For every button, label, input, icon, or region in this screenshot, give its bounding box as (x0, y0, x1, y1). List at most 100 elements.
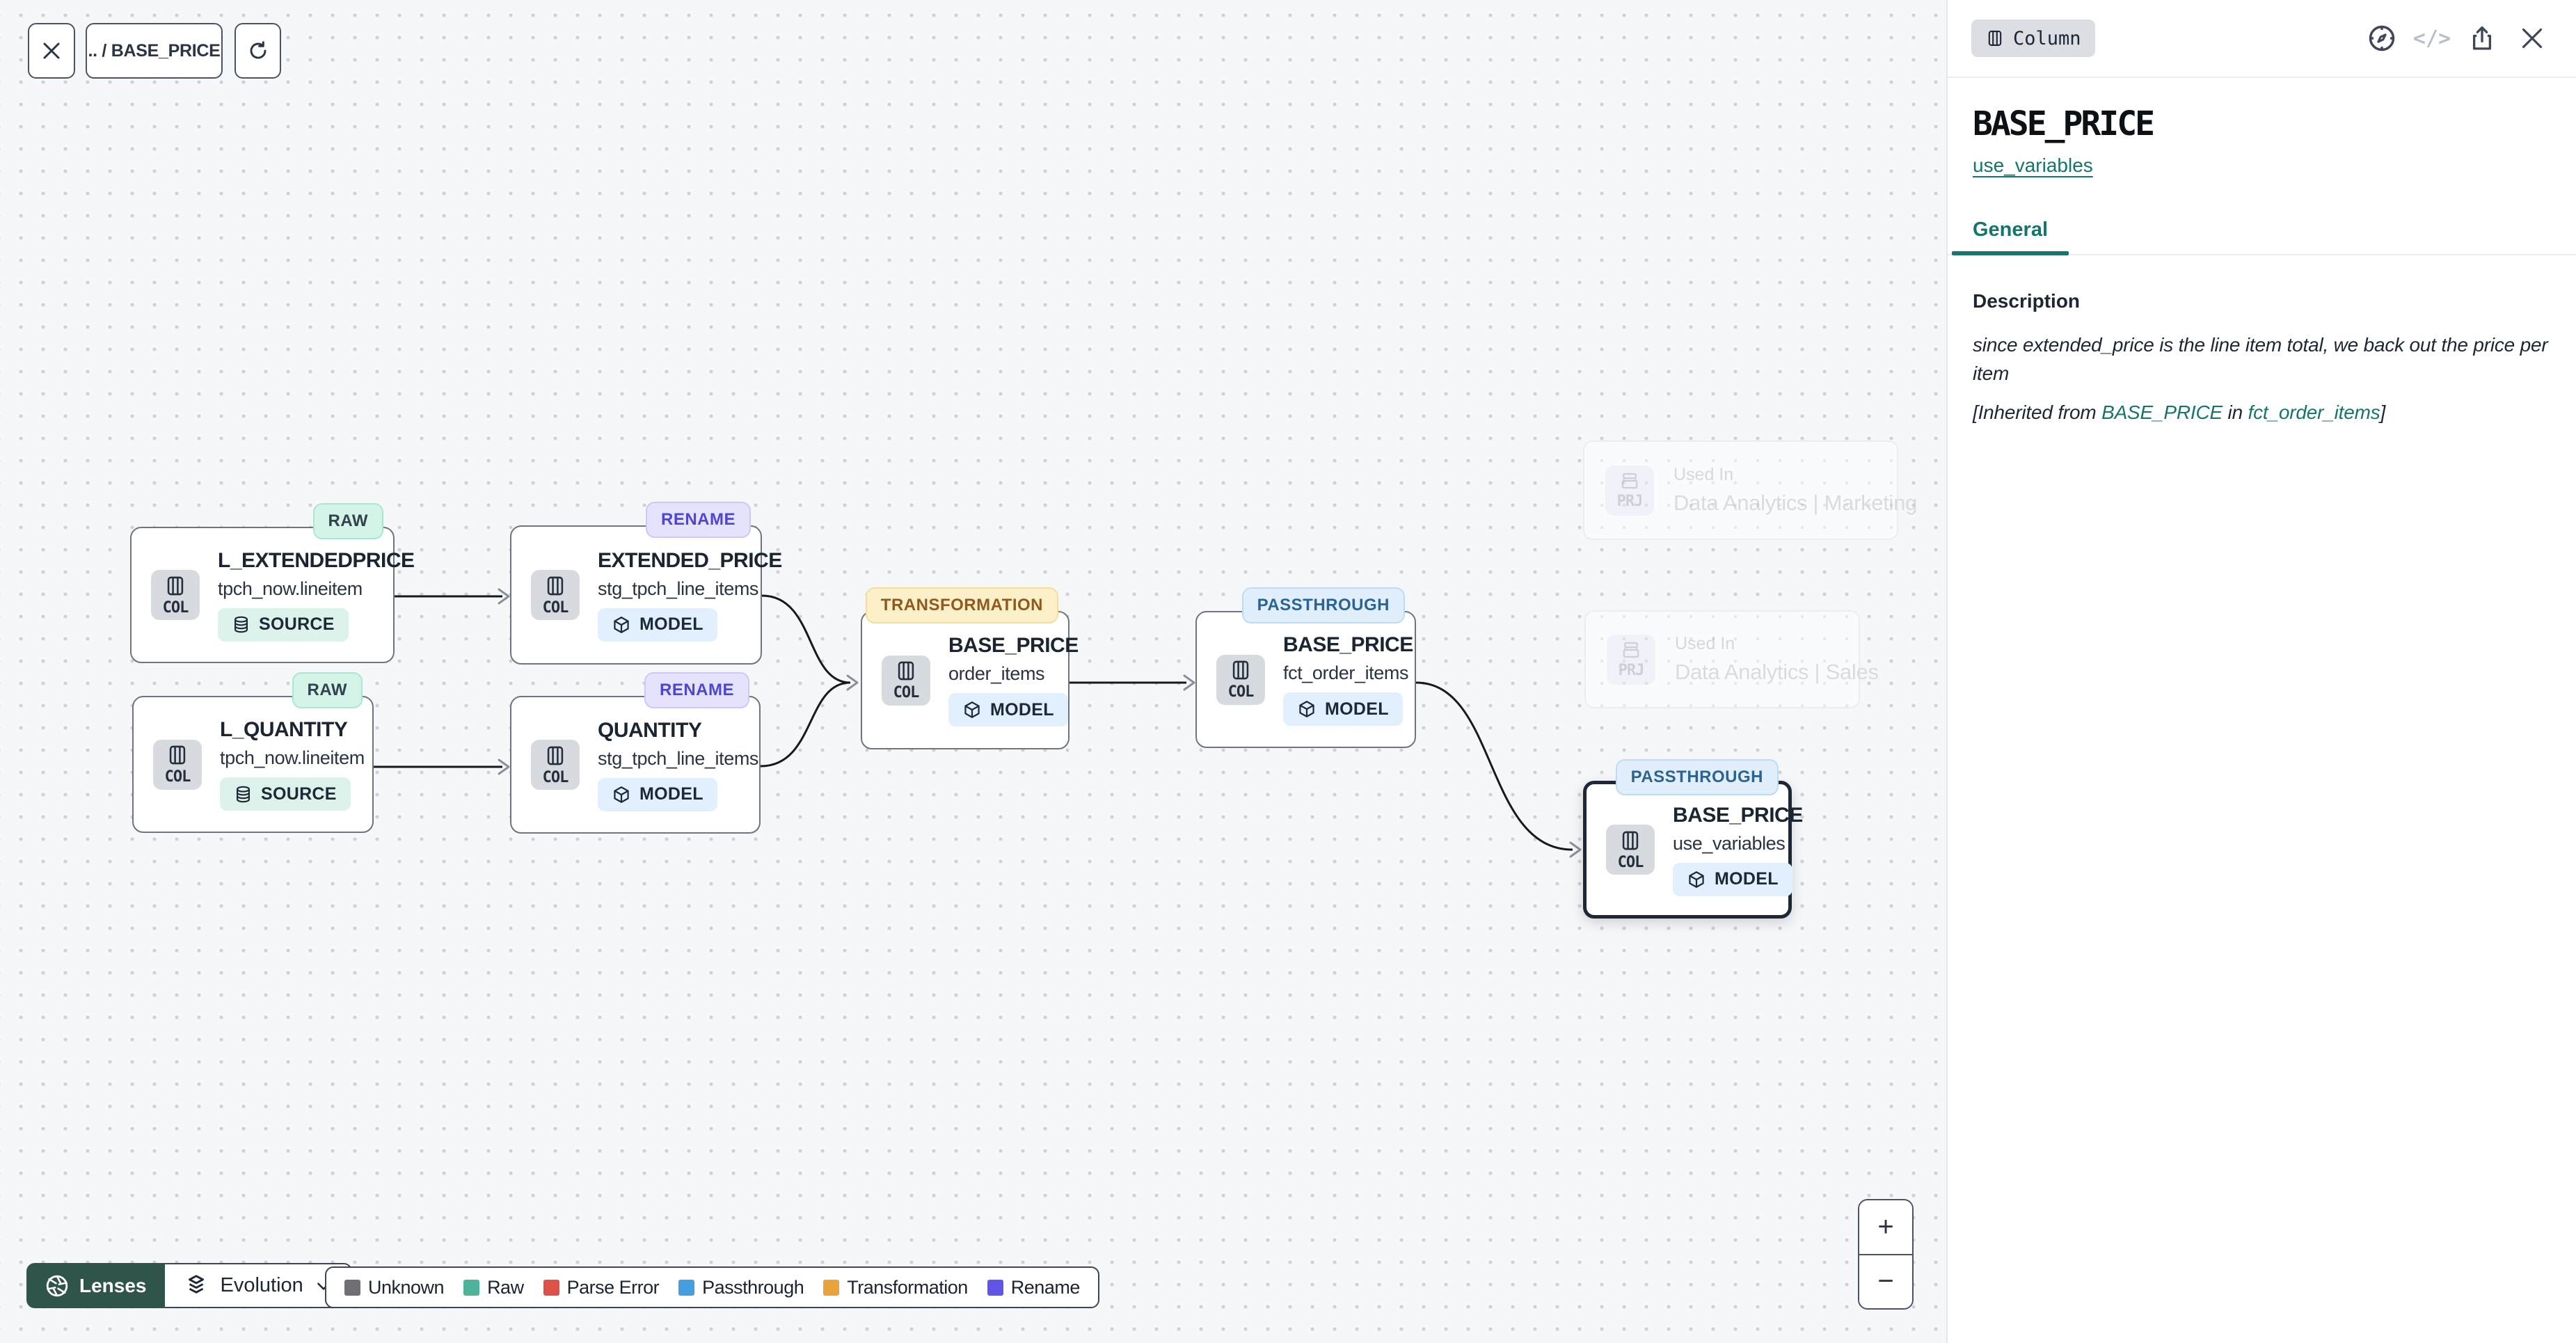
description-text: since extended_price is the line item to… (1973, 334, 2548, 384)
cube-icon (612, 615, 631, 635)
used-in-node[interactable]: PRJ Used In Data Analytics | Sales (1584, 610, 1879, 708)
legend-item-rename: Rename (987, 1277, 1080, 1298)
explore-button[interactable] (2366, 22, 2398, 54)
description-label: Description (1973, 290, 2081, 312)
entity-type-label: Column (2013, 27, 2081, 49)
layers-icon (188, 1274, 204, 1294)
inherited-column-link[interactable]: BASE_PRICE (2101, 402, 2223, 423)
edge-layer (374, 588, 1582, 858)
share-button[interactable] (2466, 22, 2498, 54)
column-icon (543, 744, 567, 768)
detail-panel: Column </> (1946, 0, 2576, 1343)
lineage-node-base_price-order_items[interactable]: TRANSFORMATION COL BASE_PRICE order_item… (861, 587, 1079, 749)
model-link[interactable]: use_variables (1973, 154, 2093, 176)
database-icon (234, 785, 253, 804)
aperture-icon (46, 1275, 68, 1296)
refresh-button[interactable] (234, 23, 281, 79)
used-in-label: Used In (1675, 634, 1735, 653)
node-subtitle: order_items (948, 663, 1045, 684)
close-graph-button[interactable] (28, 23, 75, 79)
project-chip: PRJ (1607, 634, 1655, 685)
node-kind-pill: MODEL (1283, 692, 1403, 726)
legend-swatch (344, 1279, 360, 1296)
legend-swatch (463, 1279, 480, 1296)
cube-icon (962, 700, 982, 720)
zoom-out-button[interactable]: − (1859, 1255, 1912, 1308)
lens-badge: RENAME (645, 502, 751, 538)
lineage-node-base_price-fct_order_items[interactable]: PASSTHROUGH COL BASE_PRICE fct_order_ite… (1195, 587, 1416, 748)
legend-item-unknown: Unknown (344, 1277, 445, 1298)
column-icon (1229, 658, 1253, 682)
node-title: L_QUANTITY (220, 718, 348, 741)
lineage-node-quantity-stg_tpch_line_items[interactable]: RENAME COL QUANTITY stg_tpch_line_items … (510, 672, 761, 834)
tab-general[interactable]: General (1952, 209, 2069, 255)
used-in-name: Data Analytics | Marketing (1673, 491, 1918, 515)
lens-badge: PASSTHROUGH (1241, 587, 1405, 623)
legend-item-parse-error: Parse Error (543, 1277, 660, 1298)
column-chip: COL (1606, 825, 1655, 875)
panel-header: Column </> (1948, 0, 2576, 78)
used-in-label: Used In (1673, 465, 1734, 484)
lenses-label: Lenses (79, 1274, 147, 1296)
lens-badge: TRANSFORMATION (865, 587, 1058, 623)
column-chip: COL (882, 655, 930, 706)
breadcrumb[interactable]: .. / BASE_PRICE (86, 23, 223, 79)
close-icon (2522, 28, 2543, 49)
used-in-name: Data Analytics | Sales (1675, 660, 1879, 684)
project-icon (1621, 639, 1641, 660)
node-kind-pill: MODEL (598, 607, 717, 642)
lineage-node-l_quantity-tpch_now.lineitem[interactable]: RAW COL L_QUANTITY tpch_now.lineitem SOU… (132, 672, 374, 833)
node-title: BASE_PRICE (1283, 633, 1413, 656)
panel-body: BASE_PRICE use_variables General Descrip… (1948, 78, 2576, 424)
lenses-button[interactable]: Lenses (26, 1263, 165, 1308)
project-chip: PRJ (1605, 465, 1654, 516)
column-chip: COL (1216, 654, 1265, 705)
compass-icon (2369, 25, 2395, 51)
lens-badge: RAW (292, 672, 363, 708)
used-in-node[interactable]: PRJ Used In Data Analytics | Marketing (1583, 440, 1917, 540)
column-icon (894, 659, 918, 683)
legend-item-raw: Raw (463, 1277, 524, 1298)
node-title: QUANTITY (598, 718, 702, 742)
column-chip: COL (153, 739, 202, 790)
lineage-node-base_price-use_variables[interactable]: PASSTHROUGH COL BASE_PRICE use_variables… (1583, 759, 1803, 919)
node-title: L_EXTENDEDPRICE (218, 548, 415, 572)
column-chip: COL (531, 740, 580, 790)
close-icon (43, 42, 60, 59)
lens-badge: RENAME (644, 672, 749, 708)
node-subtitle: tpch_now.lineitem (218, 578, 363, 599)
lens-badge: RAW (312, 503, 383, 539)
evolution-dropdown[interactable]: Evolution (164, 1263, 352, 1308)
node-subtitle: stg_tpch_line_items (598, 747, 759, 769)
refresh-icon (250, 41, 266, 59)
column-icon (1988, 31, 2002, 46)
node-kind-pill: MODEL (598, 777, 717, 811)
inherited-model-link[interactable]: fct_order_items (2248, 402, 2380, 423)
panel-actions: </> (2366, 22, 2548, 54)
column-icon (166, 743, 189, 767)
column-icon (543, 574, 567, 598)
zoom-in-button[interactable]: + (1859, 1200, 1912, 1255)
lineage-node-extended_price-stg_tpch_line_items[interactable]: RENAME COL EXTENDED_PRICE stg_tpch_line_… (510, 502, 782, 665)
inherited-note: [Inherited from BASE_PRICE in fct_order_… (1973, 402, 2548, 424)
node-title: BASE_PRICE (1673, 803, 1803, 827)
lineage-canvas[interactable]: .. / BASE_PRICE RAW COL L_EXTENDEDPRICE … (0, 0, 1946, 1343)
legend-swatch (678, 1279, 695, 1296)
legend-item-passthrough: Passthrough (678, 1277, 804, 1298)
column-chip: COL (531, 570, 580, 620)
column-chip: COL (151, 570, 200, 620)
panel-title: BASE_PRICE (1973, 104, 2155, 143)
lineage-node-l_extendedprice-tpch_now.lineitem[interactable]: RAW COL L_EXTENDEDPRICE tpch_now.lineite… (130, 503, 415, 663)
project-icon (1619, 470, 1640, 491)
legend-swatch (823, 1279, 840, 1296)
code-button: </> (2412, 26, 2451, 51)
lens-badge: PASSTHROUGH (1615, 759, 1779, 795)
node-kind-pill: MODEL (948, 693, 1068, 726)
cube-icon (1687, 870, 1706, 889)
close-panel-button[interactable] (2516, 22, 2548, 54)
legend-swatch (543, 1279, 559, 1296)
database-icon (232, 615, 251, 634)
cube-icon (1297, 699, 1317, 719)
cube-icon (612, 785, 631, 804)
